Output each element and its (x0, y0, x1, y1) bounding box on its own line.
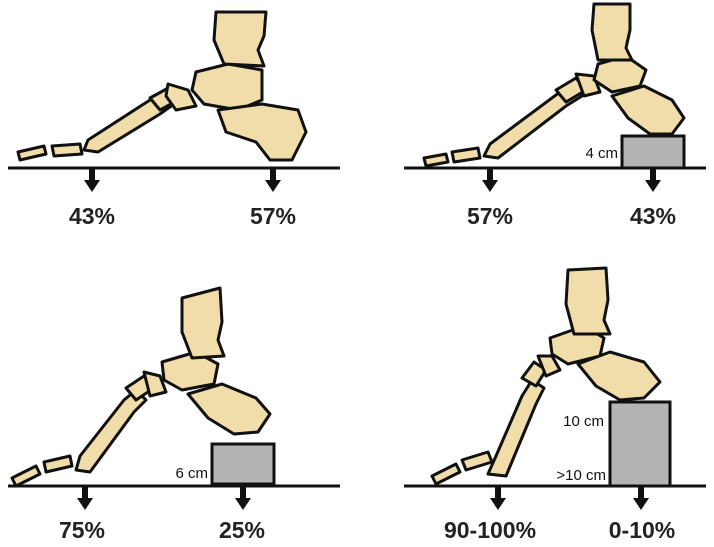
forefoot-arrow (77, 486, 93, 510)
panel-heel-6cm: 6 cm 75% 25% (8, 288, 340, 543)
forefoot-load-label: 75% (59, 517, 105, 543)
forefoot-arrow (490, 486, 506, 510)
heel-arrow (235, 486, 251, 510)
heel-block-label: 6 cm (175, 465, 208, 482)
panel-flat: 43% 57% (8, 12, 340, 229)
heel-arrow (265, 168, 281, 192)
heel-block-label: 4 cm (585, 145, 618, 162)
heel-block-label: 10 cm (563, 413, 604, 430)
heel-block (622, 136, 684, 168)
heel-load-label: 25% (219, 517, 265, 543)
forefoot-load-label: 43% (69, 203, 115, 229)
panel-heel-10cm: 10 cm >10 cm 90-100% 0-10% (404, 268, 706, 543)
heel-load-label: 0-10% (609, 517, 675, 543)
forefoot-arrow (84, 168, 100, 192)
panel-heel-4cm: 4 cm 57% 43% (404, 4, 706, 229)
heel-arrow (645, 168, 661, 192)
heel-block (610, 402, 670, 486)
heel-block (212, 444, 274, 484)
heel-load-label: 43% (630, 203, 676, 229)
forefoot-arrow (482, 168, 498, 192)
heel-arrow (633, 486, 649, 510)
heel-load-label: 57% (250, 203, 296, 229)
heel-block-label-lower: >10 cm (556, 467, 606, 484)
forefoot-load-label: 57% (467, 203, 513, 229)
forefoot-load-label: 90-100% (444, 517, 536, 543)
foot-bones (18, 12, 306, 160)
